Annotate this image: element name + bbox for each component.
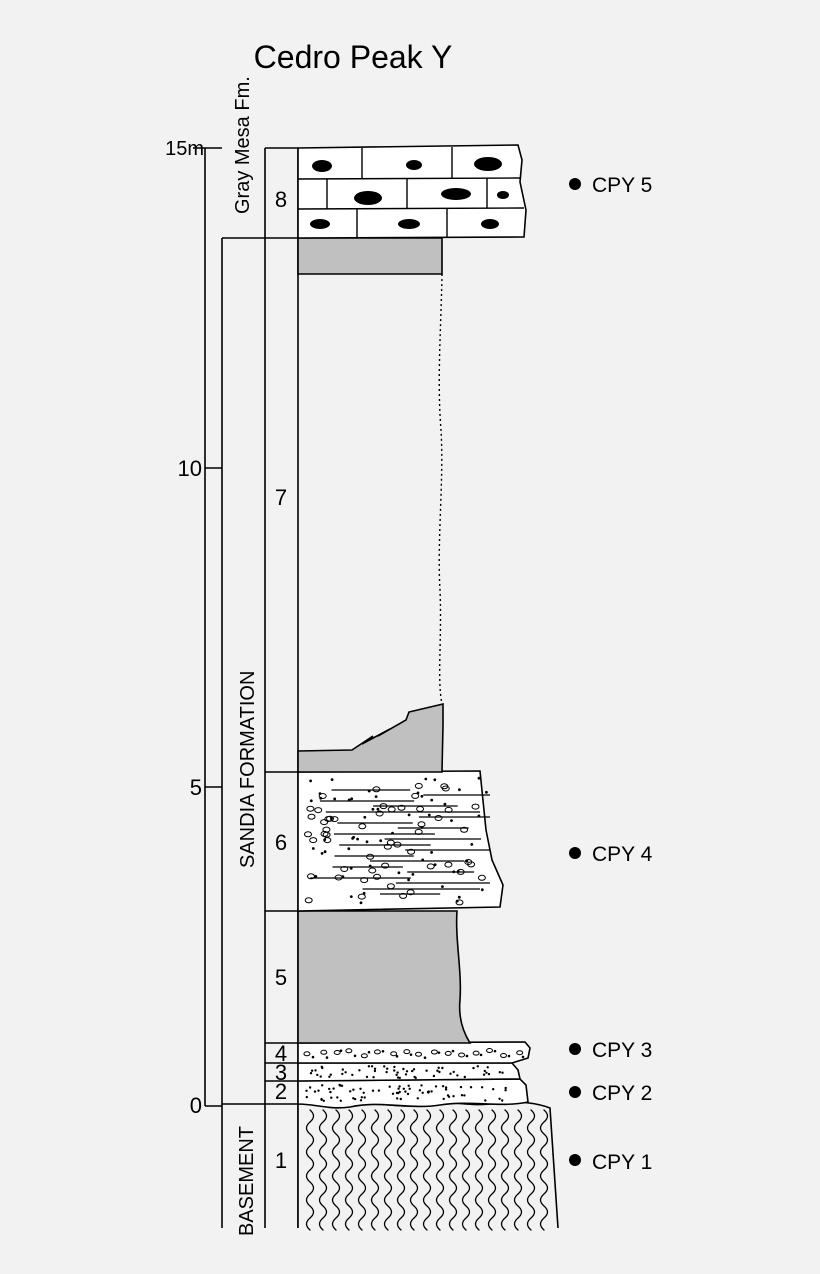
- tick-label-10: 10: [178, 456, 202, 481]
- formation-label-sandia: SANDIA FORMATION: [237, 671, 259, 868]
- sample-cpy3: CPY 3: [569, 1039, 652, 1062]
- sample-marker: [569, 1086, 581, 1098]
- tick-label-0: 0: [190, 1093, 202, 1118]
- unit-number-4: 4: [275, 1041, 287, 1066]
- samples: CPY 5 CPY 4 CPY 3 CPY 2 CPY 1: [569, 174, 653, 1174]
- depth-axis: 15m 10 5 0: [165, 138, 222, 1118]
- sample-label: CPY 1: [592, 1151, 652, 1174]
- sample-cpy2: CPY 2: [569, 1082, 652, 1105]
- unit-5-shale: [297, 910, 472, 1044]
- unit-7-shale: [297, 237, 444, 773]
- sample-label: CPY 4: [592, 843, 653, 866]
- sample-marker: [569, 1154, 581, 1166]
- sample-marker: [569, 847, 581, 859]
- sample-marker: [569, 1043, 581, 1055]
- sample-marker: [569, 178, 581, 190]
- tick-label-5: 5: [190, 775, 202, 800]
- unit-4-pebbly-sandstone: [297, 1041, 531, 1064]
- unit-number-7: 7: [275, 485, 287, 510]
- unit-8-cherty-limestone: [297, 144, 527, 239]
- unit-number-1: 1: [275, 1148, 287, 1173]
- unit-2-sandstone: [297, 1078, 529, 1109]
- sample-label: CPY 2: [592, 1082, 652, 1105]
- unit-3-sandstone: [297, 1062, 521, 1082]
- covered-interval-line: [438, 273, 443, 705]
- unit-1-basement: [297, 1101, 559, 1231]
- sample-label: CPY 5: [592, 174, 652, 197]
- sample-cpy5: CPY 5: [569, 174, 652, 197]
- sample-label: CPY 3: [592, 1039, 652, 1062]
- unit-number-5: 5: [275, 965, 287, 990]
- unit-number-2: 2: [275, 1079, 287, 1104]
- formation-label-gray-mesa: Gray Mesa Fm.: [232, 76, 254, 214]
- unit-number-6: 6: [275, 830, 287, 855]
- unit-number-3: 3: [275, 1060, 287, 1085]
- sample-cpy4: CPY 4: [569, 843, 653, 866]
- formation-label-basement: BASEMENT: [236, 1126, 258, 1236]
- tick-label-15m: 15m: [165, 138, 204, 160]
- unit-6-conglomeratic-sandstone: [297, 770, 504, 912]
- unit-number-8: 8: [275, 187, 287, 212]
- unit-numbers: 8 7 6 5 4 3 2 1: [275, 187, 287, 1173]
- figure-title: Cedro Peak Y: [254, 39, 453, 75]
- sample-cpy1: CPY 1: [569, 1151, 652, 1174]
